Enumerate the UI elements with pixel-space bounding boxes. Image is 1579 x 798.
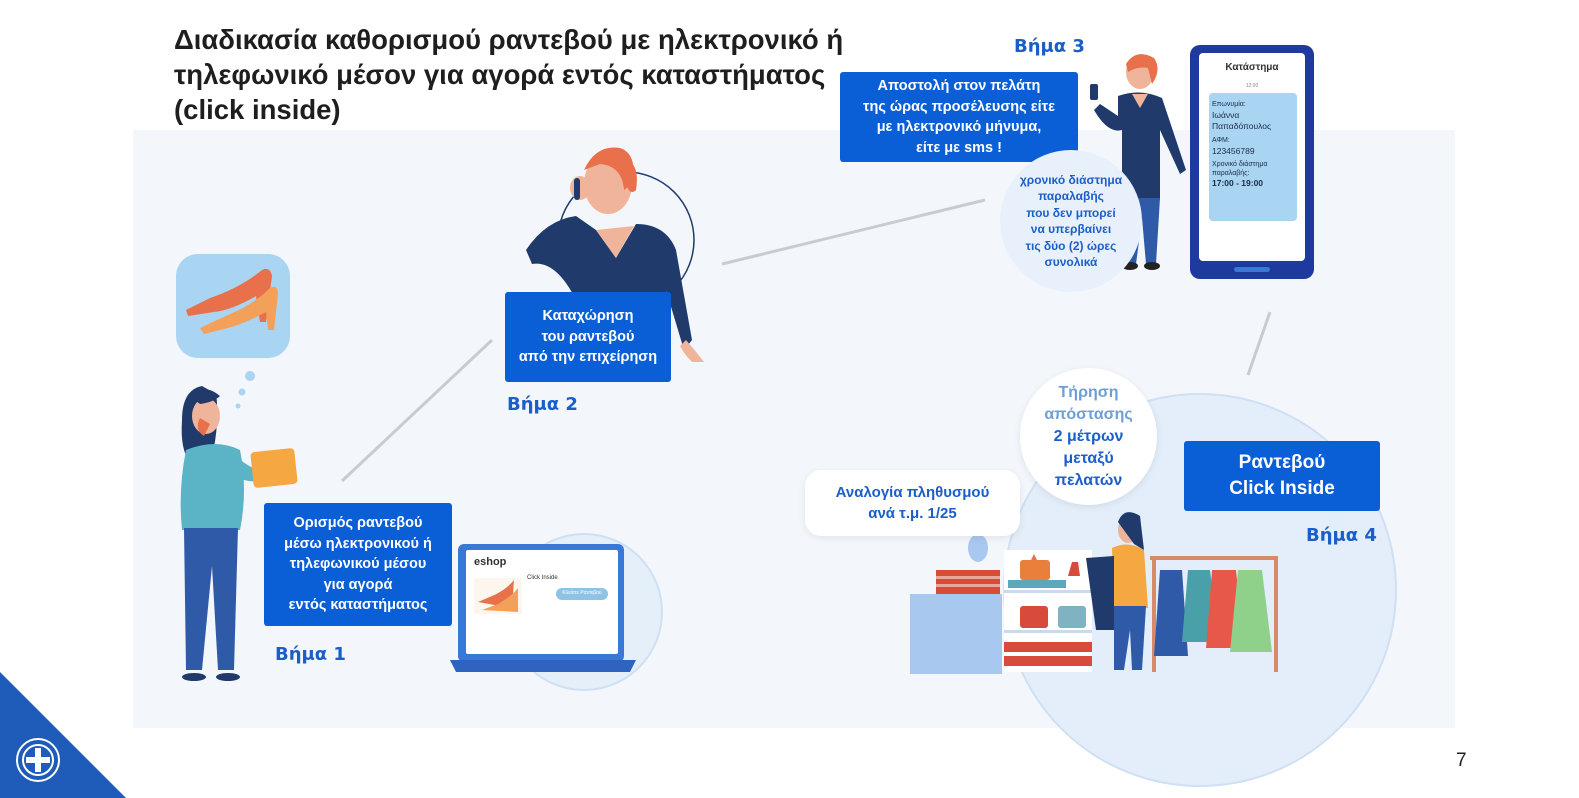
connector-1-2 [340, 338, 494, 483]
slide-title: Διαδικασία καθορισμού ραντεβού με ηλεκτρ… [174, 24, 844, 125]
step1-label: Βήμα 1 [275, 644, 346, 665]
step4-line: Ραντεβού [1238, 452, 1326, 473]
step1-line: μέσω ηλεκτρονικού ή [284, 535, 432, 552]
distance-line: μεταξύ [1063, 449, 1114, 467]
phone-message: Επωνυμία: Ιωάννα Παπαδόπουλος ΑΦΜ: 12345… [1209, 93, 1297, 221]
interval-bubble: χρονικό διάστημα παραλαβής που δεν μπορε… [1000, 150, 1142, 292]
step3-box: Αποστολή στον πελάτη της ώρας προσέλευση… [840, 72, 1078, 162]
interval-line: τις δύο (2) ώρες [1025, 238, 1117, 253]
laptop-book-button: Κλείστε Ραντεβού [562, 590, 602, 596]
connector-3-4 [1246, 311, 1272, 376]
distance-line: 2 μέτρων [1053, 427, 1124, 445]
interval-line: να υπερβαίνει [1030, 222, 1112, 236]
phone-name-label: Επωνυμία: [1212, 101, 1246, 108]
step2-line: του ραντεβού [541, 328, 635, 345]
ratio-line: Αναλογία πληθυσμού [835, 484, 990, 501]
ratio-bubble: Αναλογία πληθυσμού ανά τ.μ. 1/25 [805, 470, 1020, 536]
distance-bubble: Τήρηση απόστασης 2 μέτρων μεταξύ πελατών [1020, 368, 1157, 505]
phone-home-bar [1234, 267, 1270, 272]
step1-line: Ορισμός ραντεβού [293, 515, 423, 532]
step4-line: Click Inside [1229, 478, 1335, 499]
step3-line: Αποστολή στον πελάτη [877, 78, 1041, 94]
interval-line: που δεν μπορεί [1026, 205, 1116, 220]
phone-afm-value: 123456789 [1212, 146, 1255, 156]
interval-line: παραλαβής [1038, 189, 1104, 203]
phone-name-value: Παπαδόπουλος [1212, 121, 1272, 131]
page-number: 7 [1456, 750, 1467, 771]
step3-line: είτε με sms ! [916, 139, 1002, 156]
phone-interval-value: 17:00 - 19:00 [1212, 178, 1264, 188]
laptop-brand: eshop [474, 556, 507, 568]
laptop-illustration [450, 533, 663, 691]
distance-line: απόστασης [1044, 405, 1133, 423]
distance-line: πελατών [1054, 471, 1123, 489]
interval-line: συνολικά [1044, 255, 1098, 269]
phone-header: Κατάστημα [1225, 62, 1279, 73]
step1-line: τηλεφωνικού μέσου [289, 556, 427, 573]
laptop-caption: Click Inside [527, 575, 558, 581]
step4-label: Βήμα 4 [1306, 525, 1377, 546]
phone-afm-label: ΑΦΜ: [1212, 137, 1230, 144]
step2-box: Καταχώρηση του ραντεβού από την επιχείρη… [505, 292, 671, 382]
step1-box: Ορισμός ραντεβού μέσω ηλεκτρονικού ή τηλ… [264, 503, 452, 626]
step2-label: Βήμα 2 [507, 394, 578, 415]
ratio-line: ανά τ.μ. 1/25 [868, 505, 957, 522]
business-woman-figure [526, 147, 704, 362]
step3-line: με ηλεκτρονικό μήνυμα, [876, 119, 1042, 135]
step4-box: Ραντεβού Click Inside [1184, 441, 1380, 511]
greek-coat-of-arms-icon [0, 672, 126, 798]
shoe-thought-bubble [176, 254, 290, 409]
step2-line: Καταχώρηση [542, 308, 634, 325]
step1-line: για αγορά [323, 576, 393, 593]
phone-name-value: Ιωάννα [1212, 110, 1240, 120]
connector-2-3 [721, 198, 986, 266]
phone-device: Κατάστημα 12:00 Επωνυμία: Ιωάννα Παπαδόπ… [1190, 45, 1314, 279]
phone-interval-label: Χρονικό διάστημα [1212, 161, 1268, 168]
interval-line: χρονικό διάστημα [1019, 172, 1123, 187]
phone-interval-label: παραλαβής: [1212, 170, 1250, 177]
customer-woman-figure [180, 386, 298, 681]
phone-screen: Κατάστημα 12:00 Επωνυμία: Ιωάννα Παπαδόπ… [1199, 53, 1305, 261]
step2-line: από την επιχείρηση [518, 349, 658, 366]
step3-line: της ώρας προσέλευσης είτε [863, 98, 1055, 115]
step1-line: εντός καταστήματος [288, 597, 428, 614]
step3-label: Βήμα 3 [1014, 36, 1085, 57]
distance-line: Τήρηση [1058, 383, 1119, 401]
phone-time: 12:00 [1245, 83, 1259, 89]
